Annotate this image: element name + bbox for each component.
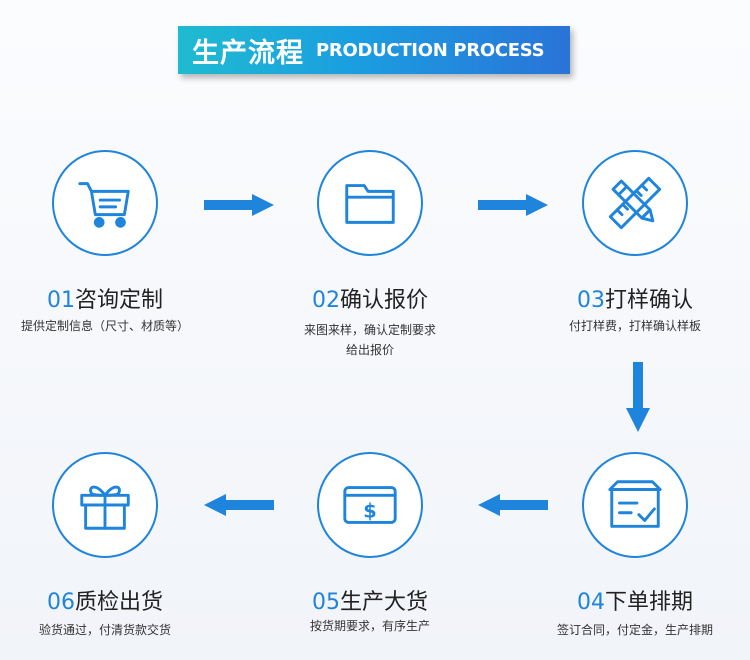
step-02-title: 02确认报价 bbox=[265, 282, 475, 314]
step-02-desc-line1: 来图来样，确认定制要求 bbox=[303, 323, 436, 337]
arrow-left-icon bbox=[204, 494, 274, 516]
step-05-circle: $ bbox=[317, 452, 423, 558]
step-02-label: 确认报价 bbox=[339, 288, 428, 313]
arrow-right-icon bbox=[204, 194, 274, 216]
step-05-number: 05 bbox=[311, 590, 340, 615]
step-06-title: 06质检出货 bbox=[0, 584, 210, 616]
shopping-cart-icon bbox=[78, 182, 130, 228]
step-01-title: 01咨询定制 bbox=[0, 282, 210, 314]
step-04-title: 04下单排期 bbox=[530, 584, 740, 616]
arrow-down-icon bbox=[626, 362, 650, 432]
step-04-desc: 签订合同，付定金，生产排期 bbox=[556, 623, 713, 637]
pencil-ruler-icon bbox=[608, 176, 662, 230]
step-03-label: 打样确认 bbox=[604, 288, 693, 313]
step-05-title: 05生产大货 bbox=[265, 584, 475, 616]
step-05-desc: 按货期要求，有序生产 bbox=[309, 619, 430, 633]
step-01-desc: 提供定制信息（尺寸、材质等） bbox=[20, 319, 189, 333]
step-02-desc: 来图来样，确认定制要求给出报价 bbox=[265, 320, 475, 360]
step-03-desc: 付打样费，打样确认样板 bbox=[568, 319, 701, 333]
step-02-number: 02 bbox=[311, 288, 340, 313]
step-06-circle bbox=[52, 452, 158, 558]
step-01-circle bbox=[52, 150, 158, 256]
svg-text:$: $ bbox=[363, 500, 376, 523]
box-check-icon bbox=[608, 480, 662, 528]
step-03-title: 03打样确认 bbox=[530, 282, 740, 314]
step-04-label: 下单排期 bbox=[604, 590, 693, 615]
gift-icon bbox=[80, 485, 130, 530]
step-04-number: 04 bbox=[576, 590, 605, 615]
step-05-label: 生产大货 bbox=[339, 590, 428, 615]
step-03-circle bbox=[582, 150, 688, 256]
header-title-en: PRODUCTION PROCESS bbox=[316, 39, 545, 61]
step-01-number: 01 bbox=[46, 288, 75, 313]
money-bill-icon: $ bbox=[343, 486, 397, 524]
arrow-left-icon bbox=[478, 494, 548, 516]
step-06-label: 质检出货 bbox=[74, 590, 163, 615]
step-03-number: 03 bbox=[576, 288, 605, 313]
header-banner: 生产流程 PRODUCTION PROCESS bbox=[178, 26, 570, 74]
step-06-number: 06 bbox=[46, 590, 75, 615]
step-04-circle bbox=[582, 452, 688, 558]
step-02-desc-line2: 给出报价 bbox=[345, 343, 394, 357]
step-01-label: 咨询定制 bbox=[74, 288, 163, 313]
folder-icon bbox=[345, 184, 395, 224]
arrow-right-icon bbox=[478, 194, 548, 216]
step-02-circle bbox=[317, 150, 423, 256]
header-title-cn: 生产流程 bbox=[192, 37, 304, 69]
step-06-desc: 验货通过，付清货款交货 bbox=[38, 623, 171, 637]
